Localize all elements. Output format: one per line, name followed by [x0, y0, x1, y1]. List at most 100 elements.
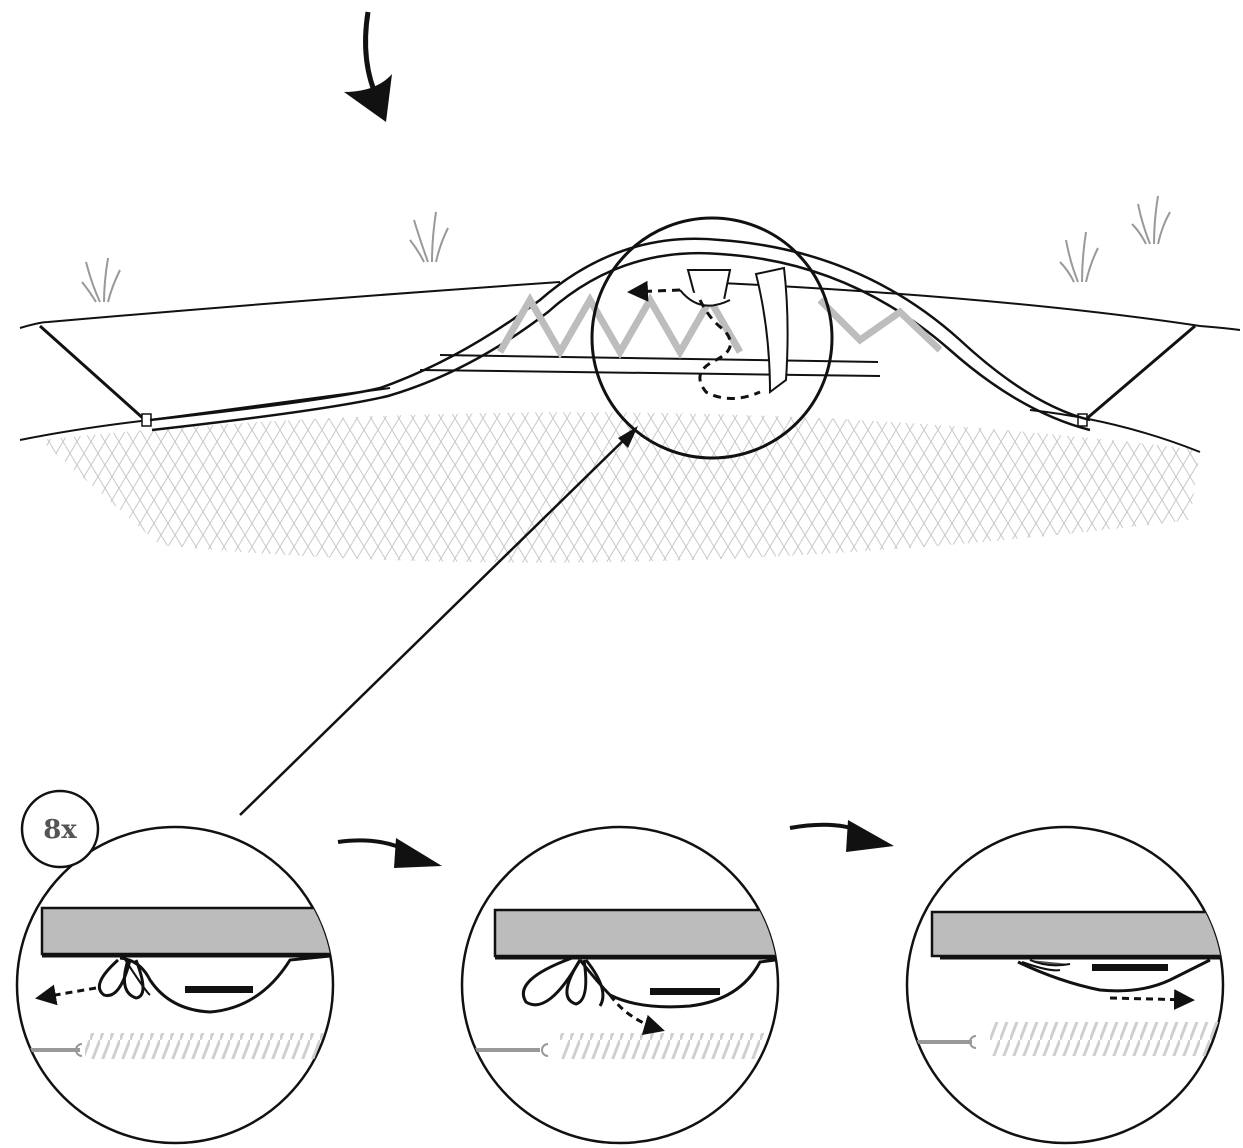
net-strand — [1185, 412, 1200, 563]
start-arrow-icon — [344, 11, 392, 122]
detail-pointer-icon — [239, 426, 638, 816]
grass-icon-center — [409, 211, 449, 263]
net-strand — [555, 412, 677, 563]
net-strand — [1129, 412, 1200, 563]
net-strand — [681, 412, 803, 563]
net-strand — [40, 412, 117, 563]
net-strand — [905, 412, 1027, 563]
net-strand — [1171, 412, 1200, 563]
net-strand — [177, 412, 299, 563]
net-strand — [135, 412, 257, 563]
net-strand — [835, 412, 957, 563]
net-strand — [317, 412, 439, 563]
net-strand — [121, 412, 243, 563]
net-strand — [737, 412, 859, 563]
net-strand — [51, 412, 173, 563]
net-strand — [877, 412, 999, 563]
net-strand — [513, 412, 635, 563]
net-strand — [65, 412, 187, 563]
net-strand — [373, 412, 495, 563]
net-strand — [40, 412, 117, 563]
net-strand — [1129, 412, 1200, 563]
net-strand — [40, 412, 103, 563]
net-strand — [1101, 412, 1200, 563]
net-strand — [1143, 412, 1200, 563]
net-strand — [345, 412, 467, 563]
net-strand — [415, 412, 537, 563]
grass-icon-right-2 — [1131, 195, 1171, 245]
net-strand — [275, 412, 397, 563]
net-strand — [303, 412, 425, 563]
net-strand — [0, 400, 18, 600]
net-strand — [751, 412, 873, 563]
trampoline-net — [0, 400, 1243, 600]
count-badge: 8x — [20, 789, 100, 869]
grass-icon-right-1 — [1059, 231, 1099, 283]
net-strand — [1171, 412, 1200, 563]
net-strand — [40, 412, 47, 563]
net-strand — [891, 412, 1013, 563]
net-strand — [401, 412, 523, 563]
net-strand — [485, 412, 607, 563]
detail-magnifier — [590, 216, 834, 460]
net-strand — [1228, 400, 1243, 600]
step-arrow-icon-1 — [337, 838, 442, 868]
step-2-circle — [460, 825, 780, 1145]
net-strand — [40, 412, 75, 563]
net-strand — [107, 412, 229, 563]
net-strand — [597, 412, 719, 563]
net-strand — [191, 412, 313, 563]
net-strand — [40, 412, 75, 563]
net-strand — [1228, 400, 1243, 600]
trampoline-frame — [19, 237, 1241, 453]
net-strand — [765, 412, 887, 563]
net-strand — [695, 412, 817, 563]
net-strand — [0, 400, 4, 600]
grass-icon-left — [81, 257, 121, 303]
net-strand — [0, 400, 32, 600]
net-strand — [1199, 412, 1200, 563]
net-strand — [429, 412, 551, 563]
net-strand — [163, 412, 285, 563]
net-strand — [471, 412, 593, 563]
net-strand — [40, 412, 61, 563]
net-strand — [40, 412, 103, 563]
net-strand — [261, 412, 383, 563]
net-strand — [709, 412, 831, 563]
net-strand — [247, 412, 369, 563]
net-strand — [1157, 412, 1200, 563]
net-strand — [443, 412, 565, 563]
net-strand — [289, 412, 411, 563]
net-strand — [919, 412, 1041, 563]
net-strand — [1143, 412, 1200, 563]
net-strand — [639, 412, 761, 563]
net-strand — [499, 412, 621, 563]
net-strand — [1199, 412, 1200, 563]
step-1-circle — [15, 825, 335, 1145]
net-strand — [667, 412, 789, 563]
step-3-circle — [905, 825, 1225, 1145]
step-arrow-icon-2 — [789, 820, 894, 852]
net-strand — [1214, 400, 1243, 600]
net-strand — [625, 412, 747, 563]
net-strand — [0, 400, 32, 600]
net-strand — [219, 412, 341, 563]
net-strand — [205, 412, 327, 563]
net-strand — [653, 412, 775, 563]
net-strand — [723, 412, 845, 563]
net-strand — [233, 412, 355, 563]
net-strand — [359, 412, 481, 563]
net-strand — [1185, 412, 1200, 563]
net-strand — [821, 412, 943, 563]
net-strand — [79, 412, 201, 563]
net-strand — [583, 412, 705, 563]
net-strand — [807, 412, 929, 563]
net-strand — [40, 412, 61, 563]
count-badge-label: 8x — [43, 815, 77, 845]
net-strand — [0, 400, 4, 600]
net-strand — [0, 400, 18, 600]
net-strand — [779, 412, 901, 563]
net-strand — [387, 412, 509, 563]
